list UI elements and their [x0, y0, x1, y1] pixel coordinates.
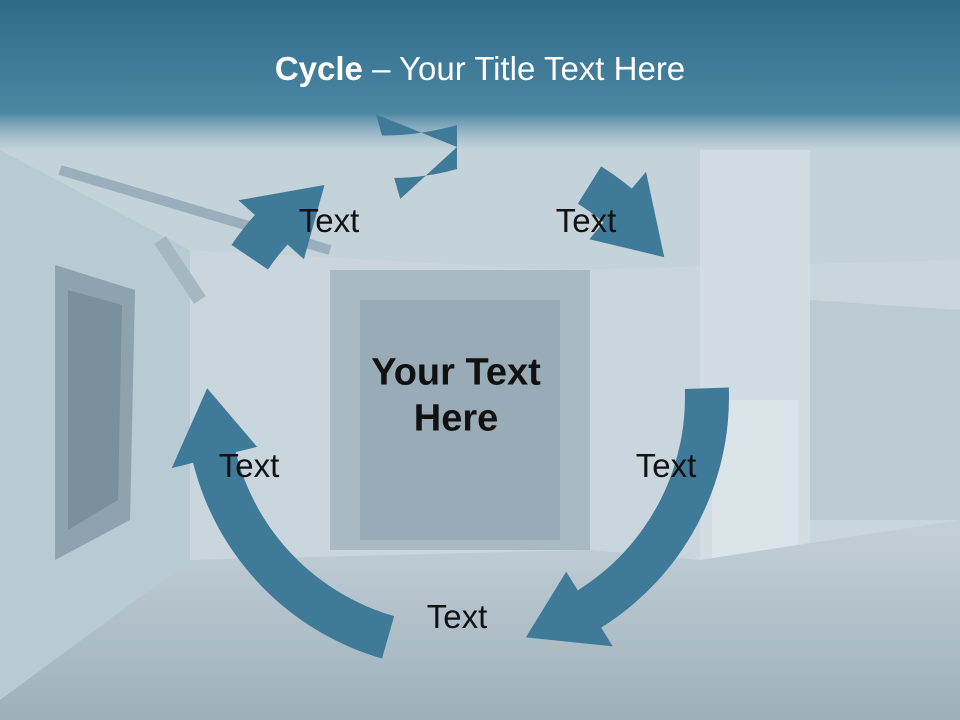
cycle-arrow-2 [577, 166, 665, 258]
cycle-label-5: Text [218, 447, 280, 484]
cycle-label-2: Text [555, 202, 617, 239]
center-text-line2: Here [413, 397, 499, 439]
cycle-label-1: Text [298, 202, 360, 239]
cycle-arrow-5 [231, 184, 325, 270]
cycle-label-3: Text [635, 447, 697, 484]
slide-title: Cycle – Your Title Text Here [0, 50, 960, 88]
title-rest: – Your Title Text Here [362, 50, 686, 87]
cycle-arrow-4 [171, 388, 395, 659]
cycle-arrow-3 [525, 387, 729, 647]
title-bold: Cycle [274, 50, 363, 87]
cycle-label-4: Text [426, 598, 488, 635]
center-text: Your Text Here [326, 350, 586, 441]
center-text-line1: Your Text [371, 351, 541, 394]
cycle-arrow-1 [375, 114, 457, 199]
